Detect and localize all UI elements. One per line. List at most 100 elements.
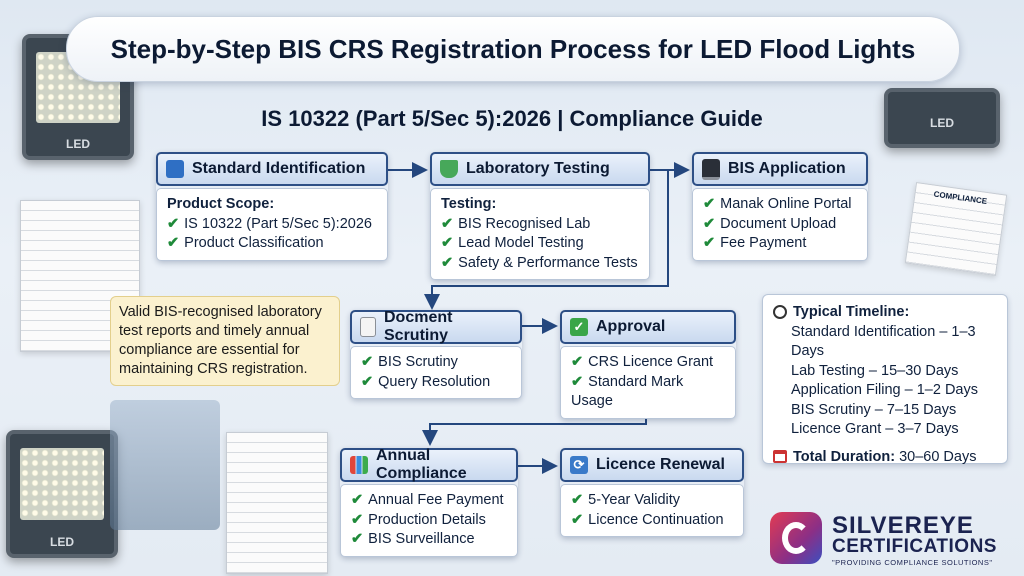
check-icon: ✔ (167, 215, 180, 232)
step-title: Annual Compliance (376, 447, 467, 482)
list-item-text: 5-Year Validity (588, 492, 681, 508)
check-icon: ✔ (571, 373, 584, 390)
list-item: ✔Annual Fee Payment (351, 491, 507, 511)
step-body: ✔Annual Fee Payment ✔Production Details … (340, 484, 518, 557)
step-approval: ✓ Approval ✔CRS Licence Grant ✔Standard … (560, 310, 736, 419)
step-document-scrutiny: Docment Scrutiny ✔BIS Scrutiny ✔Query Re… (350, 309, 522, 399)
list-item: ✔Manak Online Portal (703, 195, 857, 215)
flask-icon (440, 160, 458, 178)
logo-mark-icon (770, 512, 822, 564)
timeline-box: Typical Timeline: Standard Identificatio… (762, 294, 1008, 465)
list-item: ✔BIS Scrutiny (361, 353, 511, 373)
list-item-text: Document Upload (720, 215, 837, 232)
list-item: ✔BIS Surveillance (351, 530, 507, 550)
step-title: Laboratory Testing (466, 160, 610, 177)
check-icon: ✔ (361, 373, 374, 390)
list-item: ✔Document Upload (703, 215, 857, 235)
check-icon: ✔ (703, 235, 716, 251)
clock-icon (773, 305, 787, 319)
clipboard-document-illustration (20, 200, 140, 352)
info-note: Valid BIS-recognised laboratory test rep… (110, 296, 340, 386)
step-body: ✔Manak Online Portal ✔Document Upload ✔F… (692, 188, 868, 261)
step-header: Standard Identification (156, 152, 388, 186)
list-item: ✔BIS Recognised Lab (441, 215, 639, 235)
list-item: ✔Lead Model Testing (441, 234, 639, 254)
step-title: Approval (596, 318, 666, 335)
timeline-item: Application Filing – 1–2 Days (791, 382, 978, 398)
bar-chart-icon (350, 456, 368, 474)
check-icon: ✔ (351, 511, 364, 528)
step-body-heading: Product Scope: (167, 196, 275, 212)
total-duration-value: 30–60 Days (899, 448, 977, 465)
led-flood-light-illustration-top-right: LED (884, 88, 1000, 148)
check-icon: ✔ (441, 254, 454, 271)
book-icon (166, 160, 184, 178)
list-item: ✔Safety & Performance Tests (441, 254, 639, 274)
list-item-text: Manak Online Portal (720, 196, 852, 212)
list-item-text: Lead Model Testing (458, 235, 584, 251)
step-header: ✓ Approval (560, 310, 736, 344)
refresh-icon: ⟳ (570, 456, 588, 474)
list-item-text: Standard Mark Usage (571, 373, 684, 410)
arrow-application-to-scrutiny (424, 170, 669, 310)
list-item: ✔Standard Mark Usage (571, 373, 725, 412)
document-icon (360, 317, 376, 337)
step-header: BIS Application (692, 152, 868, 186)
timeline-item: Licence Grant – 3–7 Days (791, 421, 959, 437)
check-box-icon: ✓ (570, 318, 588, 336)
check-icon: ✔ (571, 492, 584, 508)
list-item-text: IS 10322 (Part 5/Sec 5):2026 (184, 215, 372, 232)
computer-icon (702, 158, 720, 180)
check-icon: ✔ (361, 354, 374, 370)
check-icon: ✔ (571, 354, 584, 370)
list-item: ✔Fee Payment (703, 234, 857, 254)
step-title: Standard Identification (192, 160, 366, 177)
logo-name-line2: CERTIFICATIONS (832, 536, 997, 557)
step-header: Laboratory Testing (430, 152, 650, 186)
timeline-item: Lab Testing – 15–30 Days (791, 362, 959, 379)
calendar-icon (773, 449, 787, 463)
list-item-text: Annual Fee Payment (368, 492, 504, 508)
lamp-label: LED (50, 535, 74, 550)
page-title: Step-by-Step BIS CRS Registration Proces… (110, 33, 916, 64)
timeline-heading: Typical Timeline: (793, 304, 910, 320)
list-item-text: BIS Scrutiny (378, 354, 458, 370)
silvereye-logo: SILVEREYE CERTIFICATIONS "PROVIDING COMP… (770, 512, 1020, 572)
lamp-label: LED (66, 137, 90, 152)
logo-tagline: "PROVIDING COMPLIANCE SOLUTIONS" (832, 558, 993, 567)
list-item: ✔Licence Continuation (571, 511, 733, 531)
total-duration-label: Total Duration: (793, 448, 896, 465)
lamp-label: LED (930, 116, 954, 130)
list-item: ✔Product Classification (167, 234, 377, 254)
certificate-document-illustration (226, 432, 328, 574)
list-item-text: Production Details (368, 511, 486, 528)
step-body-heading: Testing: (441, 196, 497, 212)
list-item-text: BIS Surveillance (368, 531, 475, 547)
check-icon: ✔ (351, 492, 364, 508)
step-standard-identification: Standard Identification Product Scope: ✔… (156, 152, 388, 261)
step-title: Licence Renewal (596, 456, 725, 473)
title-banner: Step-by-Step BIS CRS Registration Proces… (66, 16, 960, 82)
step-body: ✔BIS Scrutiny ✔Query Resolution (350, 346, 522, 399)
timeline-item: BIS Scrutiny – 7–15 Days (791, 401, 957, 418)
page-subtitle: IS 10322 (Part 5/Sec 5):2026 | Complianc… (261, 106, 763, 131)
step-title: Docment Scrutiny (384, 309, 453, 344)
check-icon: ✔ (351, 531, 364, 547)
step-header: Annual Compliance (340, 447, 518, 482)
list-item: ✔CRS Licence Grant (571, 353, 725, 373)
check-icon: ✔ (703, 196, 716, 212)
list-item: ✔Query Resolution (361, 373, 511, 393)
list-item: ✔Production Details (351, 511, 507, 531)
step-body: Product Scope: ✔IS 10322 (Part 5/Sec 5):… (156, 188, 388, 261)
step-annual-compliance: Annual Compliance ✔Annual Fee Payment ✔P… (340, 447, 518, 557)
timeline-heading-row: Typical Timeline: (773, 303, 997, 323)
step-bis-application: BIS Application ✔Manak Online Portal ✔Do… (692, 152, 868, 261)
logo-name-line1: SILVEREYE (832, 512, 974, 539)
check-icon: ✔ (441, 215, 454, 232)
step-licence-renewal: ⟳ Licence Renewal ✔5-Year Validity ✔Lice… (560, 448, 744, 537)
step-header: Docment Scrutiny (350, 309, 522, 344)
timeline-item: Standard Identification – 1–3 Days (791, 323, 976, 360)
led-flood-light-illustration-bottom-left: LED (6, 430, 118, 558)
check-icon: ✔ (441, 235, 454, 251)
